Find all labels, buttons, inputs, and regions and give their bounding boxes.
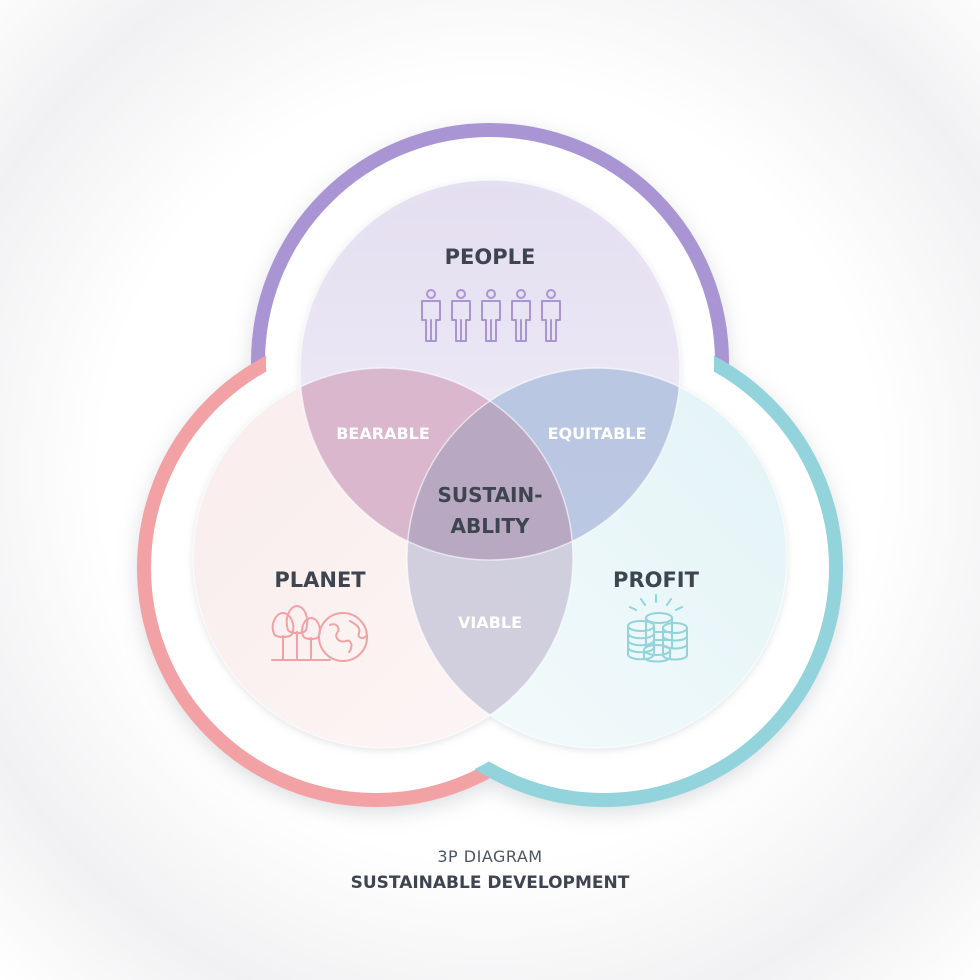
profit-label: PROFIT: [613, 568, 700, 592]
center-label-line1: SUSTAIN-: [437, 483, 542, 507]
people-label: PEOPLE: [445, 245, 536, 269]
diagram-subtitle: 3P DIAGRAM: [437, 847, 543, 866]
people-group-icon: [421, 289, 561, 342]
diagram-title: SUSTAINABLE DEVELOPMENT: [350, 873, 630, 893]
inner-outlines: [192, 179, 788, 749]
intersection-center: [407, 368, 573, 560]
viable-label: VIABLE: [458, 613, 522, 632]
coin-stacks-icon: [627, 594, 688, 663]
equitable-label: EQUITABLE: [548, 424, 647, 443]
trees-and-globe-icon: [271, 605, 368, 662]
center-label-line2: ABLITY: [450, 514, 530, 538]
bearable-label: BEARABLE: [336, 424, 430, 443]
planet-label: PLANET: [274, 568, 366, 592]
